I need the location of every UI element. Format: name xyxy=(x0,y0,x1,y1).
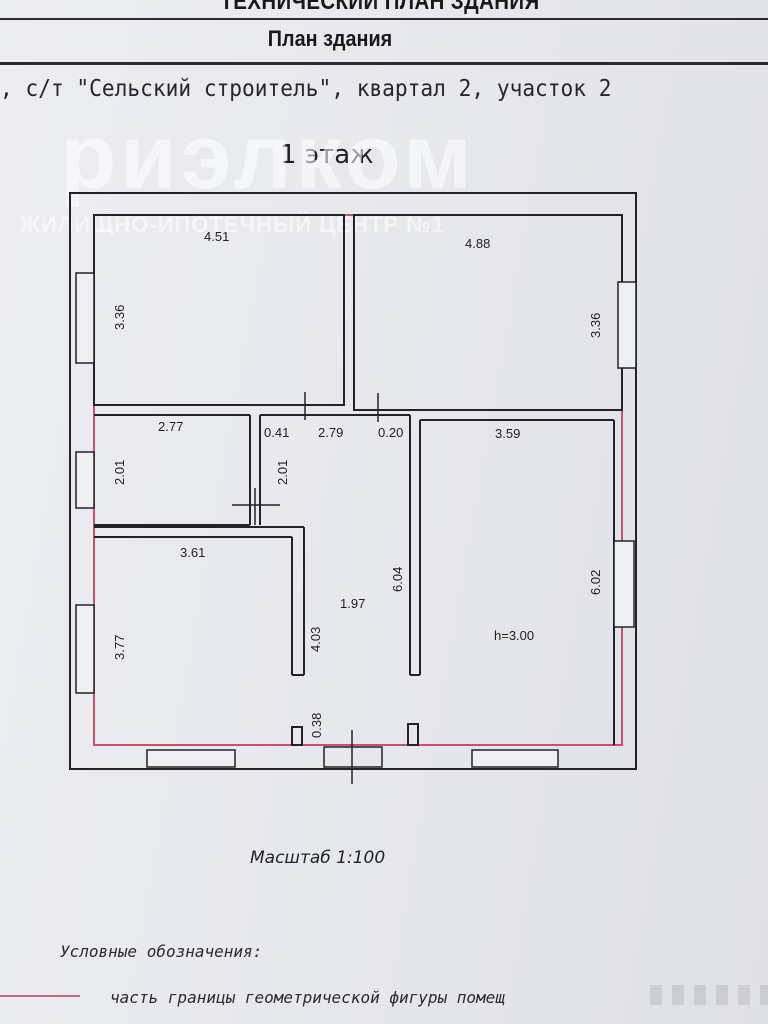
dim-entry-width: 0.38 xyxy=(309,713,324,738)
window-left-top xyxy=(75,272,95,364)
window-bottom-left xyxy=(146,749,236,768)
legend-title: Условные обозначения: xyxy=(60,942,263,961)
dim-door-right: 0.20 xyxy=(378,425,403,440)
dim-hall-height: 6.04 xyxy=(390,567,405,592)
window-bottom-right xyxy=(471,749,559,768)
dim-room5-height-right: 4.03 xyxy=(308,627,323,652)
dim-room1-height: 3.36 xyxy=(112,305,127,330)
dim-room3-height-right: 2.01 xyxy=(275,460,290,485)
dim-room5-height: 3.77 xyxy=(112,635,127,660)
address-line: , с/т "Сельский строитель", квартал 2, у… xyxy=(0,76,612,102)
dim-room4-width: 3.59 xyxy=(495,426,520,441)
dim-room4-ceiling: h=3.00 xyxy=(494,628,534,643)
dim-corridor-width: 1.97 xyxy=(340,596,365,611)
dim-room4-height: 6.02 xyxy=(588,570,603,595)
dim-room2-width: 4.88 xyxy=(465,236,490,251)
header-divider-bottom xyxy=(0,62,768,65)
dim-room2-height: 3.36 xyxy=(588,313,603,338)
floor-label: 1 этаж xyxy=(280,140,374,170)
redacted-area xyxy=(650,985,768,1005)
dim-room3-width: 2.77 xyxy=(158,419,183,434)
outer-wall xyxy=(69,192,637,770)
window-right-bottom xyxy=(613,540,635,628)
window-left-middle xyxy=(75,451,95,509)
interior-walls xyxy=(93,214,623,746)
legend-item-text: часть границы геометрической фигуры поме… xyxy=(110,988,505,1007)
header-divider xyxy=(0,18,768,20)
dim-hall-width: 2.79 xyxy=(318,425,343,440)
legend-boundary-swatch xyxy=(0,995,80,997)
window-left-bottom xyxy=(75,604,95,694)
dim-room3-height: 2.01 xyxy=(112,460,127,485)
document-subtitle: План здания xyxy=(267,26,393,51)
door-marks xyxy=(232,392,402,784)
room-boundary xyxy=(93,214,623,746)
windows xyxy=(75,272,637,768)
dim-room5-width: 3.61 xyxy=(180,545,205,560)
document-header: ТЕХНИЧЕСКИЙ ПЛАН ЗДАНИЯ xyxy=(220,0,540,15)
dim-room1-width: 4.51 xyxy=(204,229,229,244)
dim-door-left: 0.41 xyxy=(264,425,289,440)
window-right-top xyxy=(617,281,637,369)
scale-label: Масштаб 1:100 xyxy=(250,848,386,868)
